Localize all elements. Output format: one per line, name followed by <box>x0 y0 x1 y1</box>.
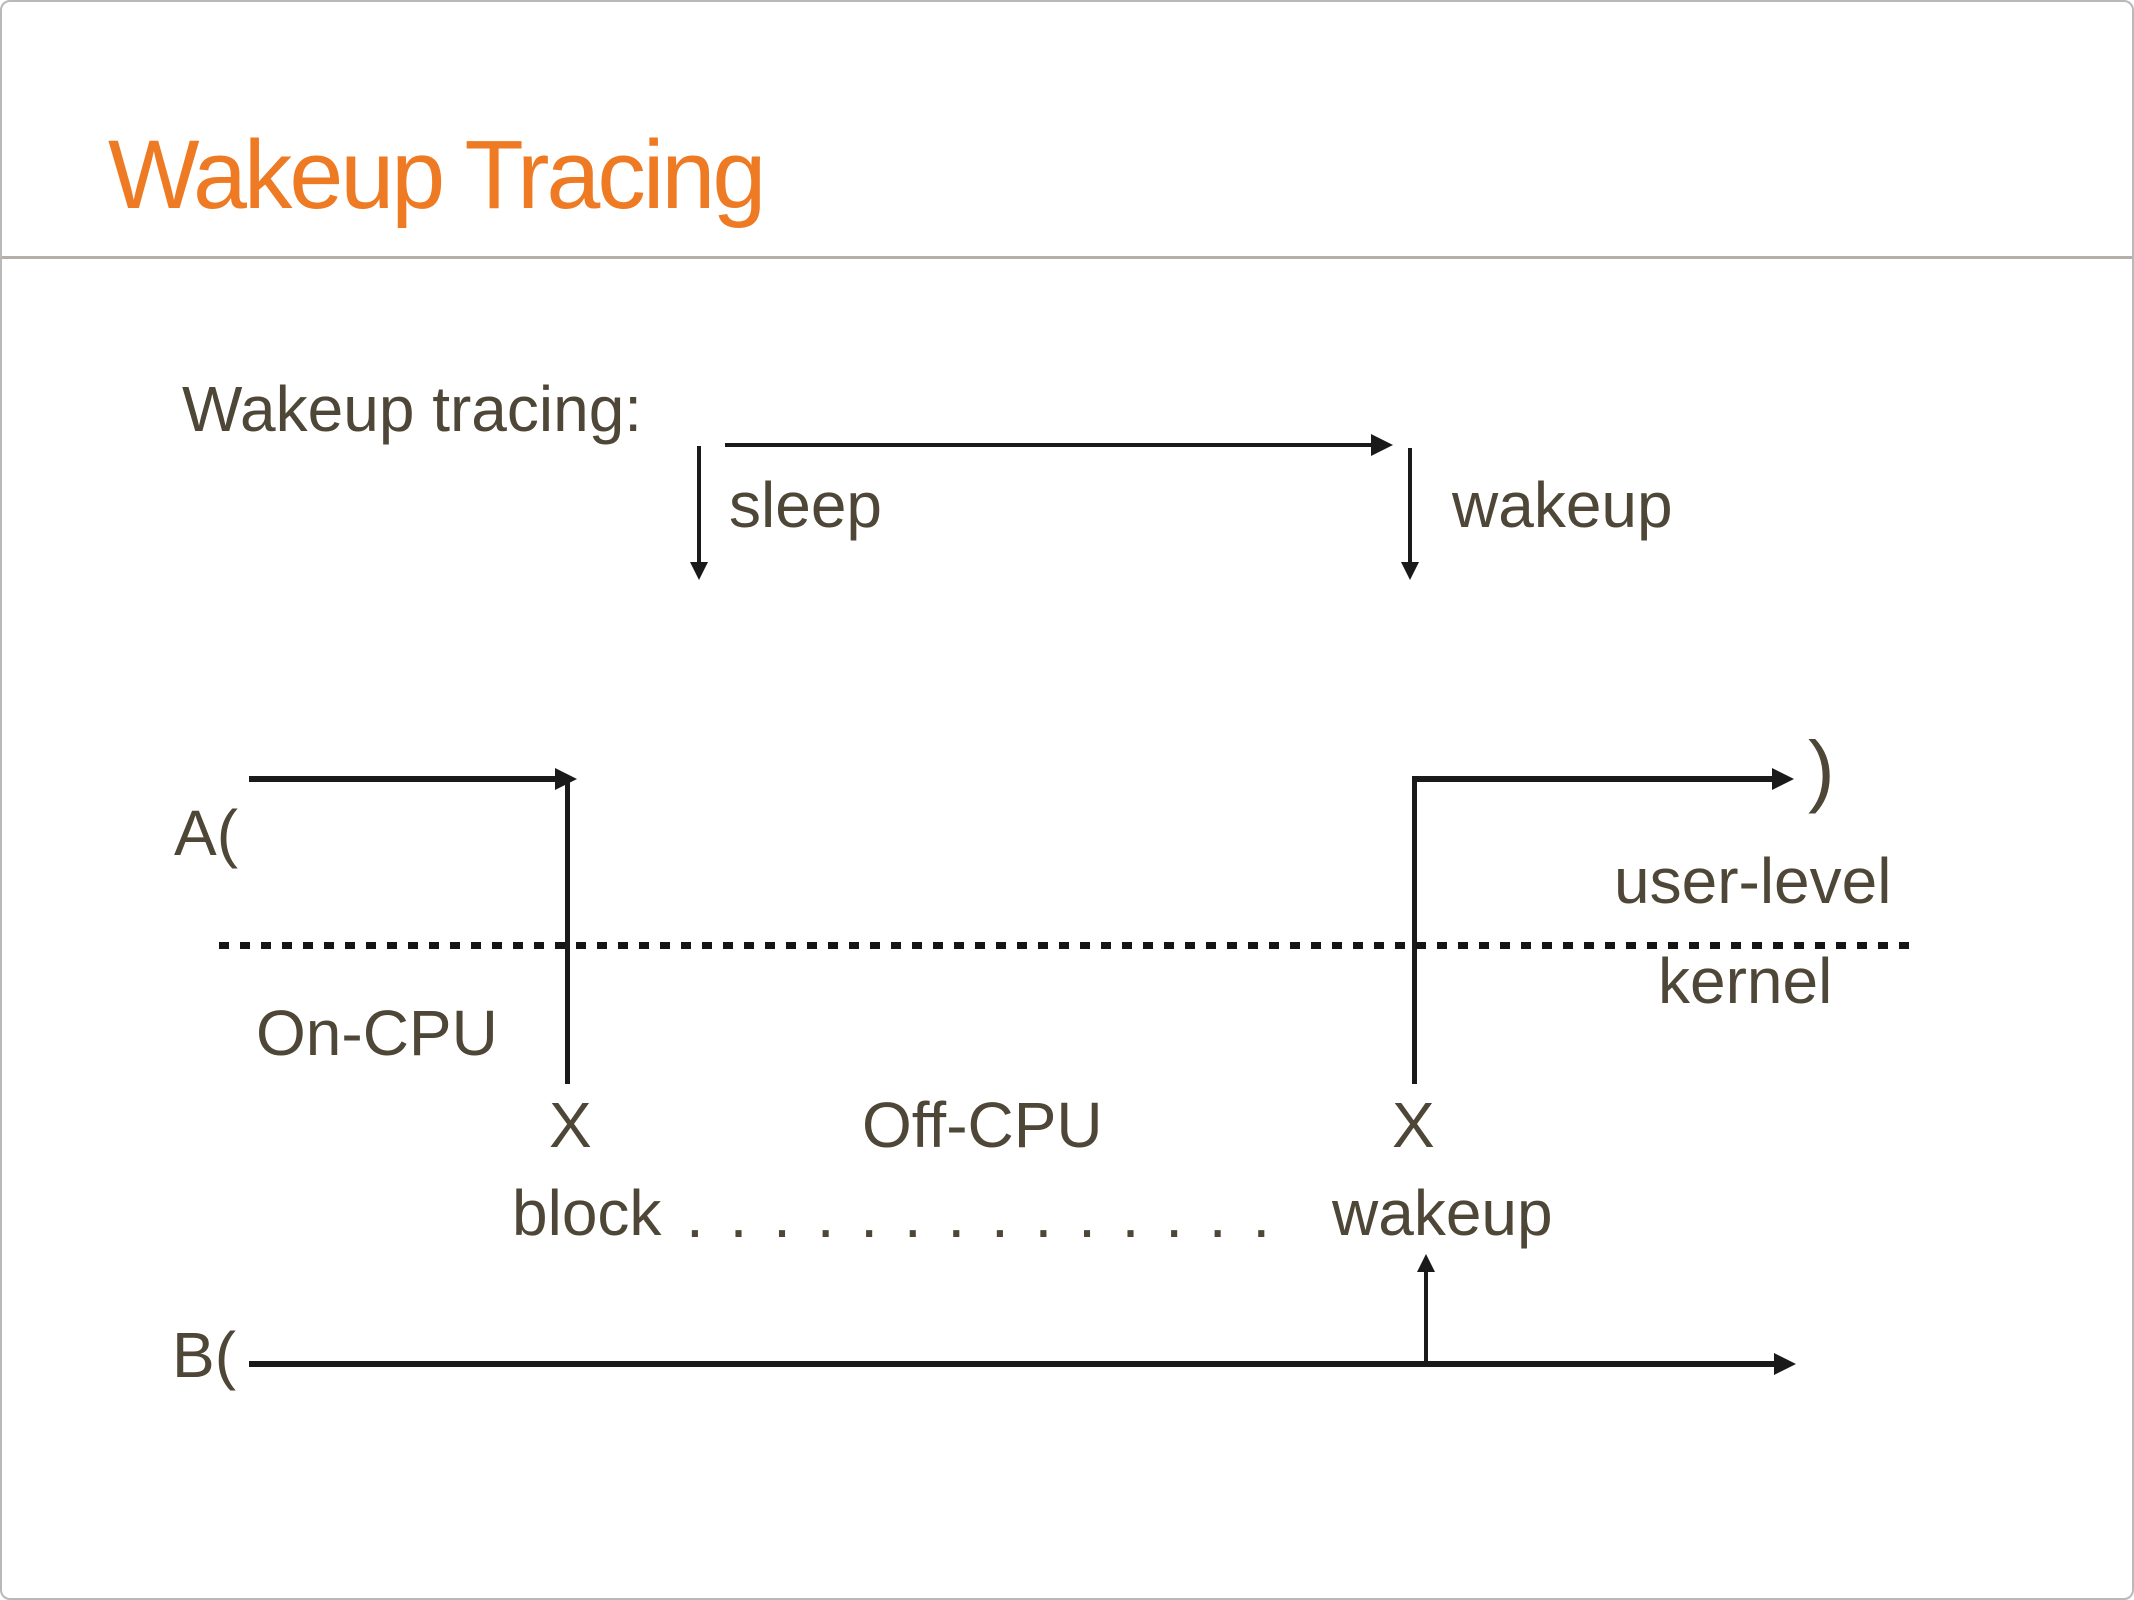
sleep-to-wakeup-arrow-line <box>725 443 1375 447</box>
thread-b-line <box>249 1361 1777 1367</box>
on-cpu-label: On-CPU <box>256 997 498 1069</box>
thread-a-label: A( <box>174 797 238 869</box>
wakeup-signal-arrowhead-icon <box>1417 1254 1435 1272</box>
off-cpu-label: Off-CPU <box>862 1089 1103 1161</box>
slide-title: Wakeup Tracing <box>108 120 766 229</box>
wakeup-signal-line <box>1424 1270 1428 1364</box>
thread-b-arrowhead-icon <box>1774 1353 1796 1375</box>
thread-a-wakeup-ascent-line <box>1412 776 1417 1084</box>
thread-b-label: B( <box>172 1319 236 1391</box>
wakeup-label: wakeup <box>1452 469 1673 541</box>
sleep-arrow-line <box>697 446 701 564</box>
user-level-label: user-level <box>1614 845 1892 917</box>
thread-a-block-descent-line <box>565 776 570 1084</box>
thread-a-close-paren: ) <box>1808 725 1835 814</box>
sleep-arrowhead-icon <box>690 562 708 580</box>
wakeup-arrow-line <box>1408 448 1412 564</box>
block-label: block <box>512 1177 662 1249</box>
thread-a-oncpu-line <box>249 776 564 782</box>
leader-dots: . . . . . . . . . . . . . . <box>686 1179 1275 1251</box>
user-kernel-boundary-line <box>219 942 1909 949</box>
sleep-label: sleep <box>729 469 882 541</box>
thread-a-resume-arrowhead-icon <box>1772 768 1794 790</box>
kernel-label: kernel <box>1658 945 1833 1017</box>
block-x-marker: X <box>549 1089 592 1161</box>
wakeup-x-marker: X <box>1392 1089 1435 1161</box>
wakeup-event-label: wakeup <box>1332 1177 1553 1249</box>
thread-a-resume-line <box>1412 776 1774 782</box>
intro-heading: Wakeup tracing: <box>182 373 643 445</box>
sleep-to-wakeup-arrowhead-icon <box>1371 434 1393 456</box>
wakeup-arrowhead-icon <box>1401 562 1419 580</box>
title-divider <box>2 256 2132 259</box>
